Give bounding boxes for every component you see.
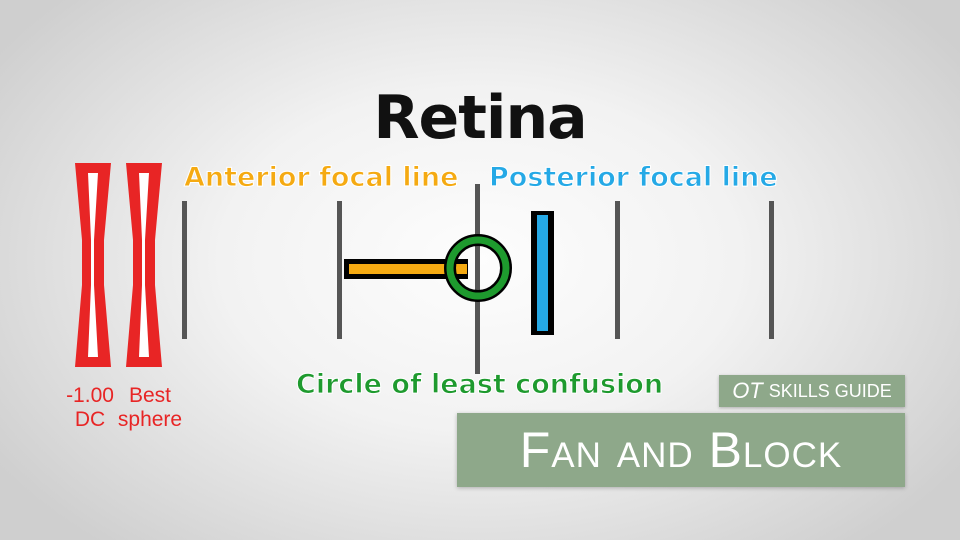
brand-ot: OT <box>732 378 763 403</box>
lens-label-text: -1.00 DC <box>66 384 114 432</box>
page-title: Retina <box>373 83 587 153</box>
ot-skills-guide-logo: OT SKILLS GUIDE <box>719 375 905 407</box>
posterior-focal-line-label: Posterior focal line <box>489 162 779 193</box>
lens-label-minus-dc: -1.00 DC <box>52 384 128 432</box>
title-banner: Fan and Block <box>457 413 905 487</box>
lens-minus-dc <box>75 163 111 367</box>
circle-of-least-confusion-label: Circle of least confusion <box>295 369 664 400</box>
marker-line <box>182 201 187 339</box>
lens-label-text: Best sphere <box>117 384 183 432</box>
anterior-focal-line-label: Anterior focal line <box>183 162 459 193</box>
lens-label-best-sphere: Best sphere <box>110 384 190 432</box>
banner-title: Fan and Block <box>519 422 843 478</box>
marker-line <box>337 201 342 339</box>
lens-best-sphere <box>126 163 162 367</box>
marker-line <box>769 201 774 339</box>
marker-line <box>615 201 620 339</box>
brand-skills-guide: SKILLS GUIDE <box>768 380 892 401</box>
marker-line-retina <box>475 184 480 374</box>
